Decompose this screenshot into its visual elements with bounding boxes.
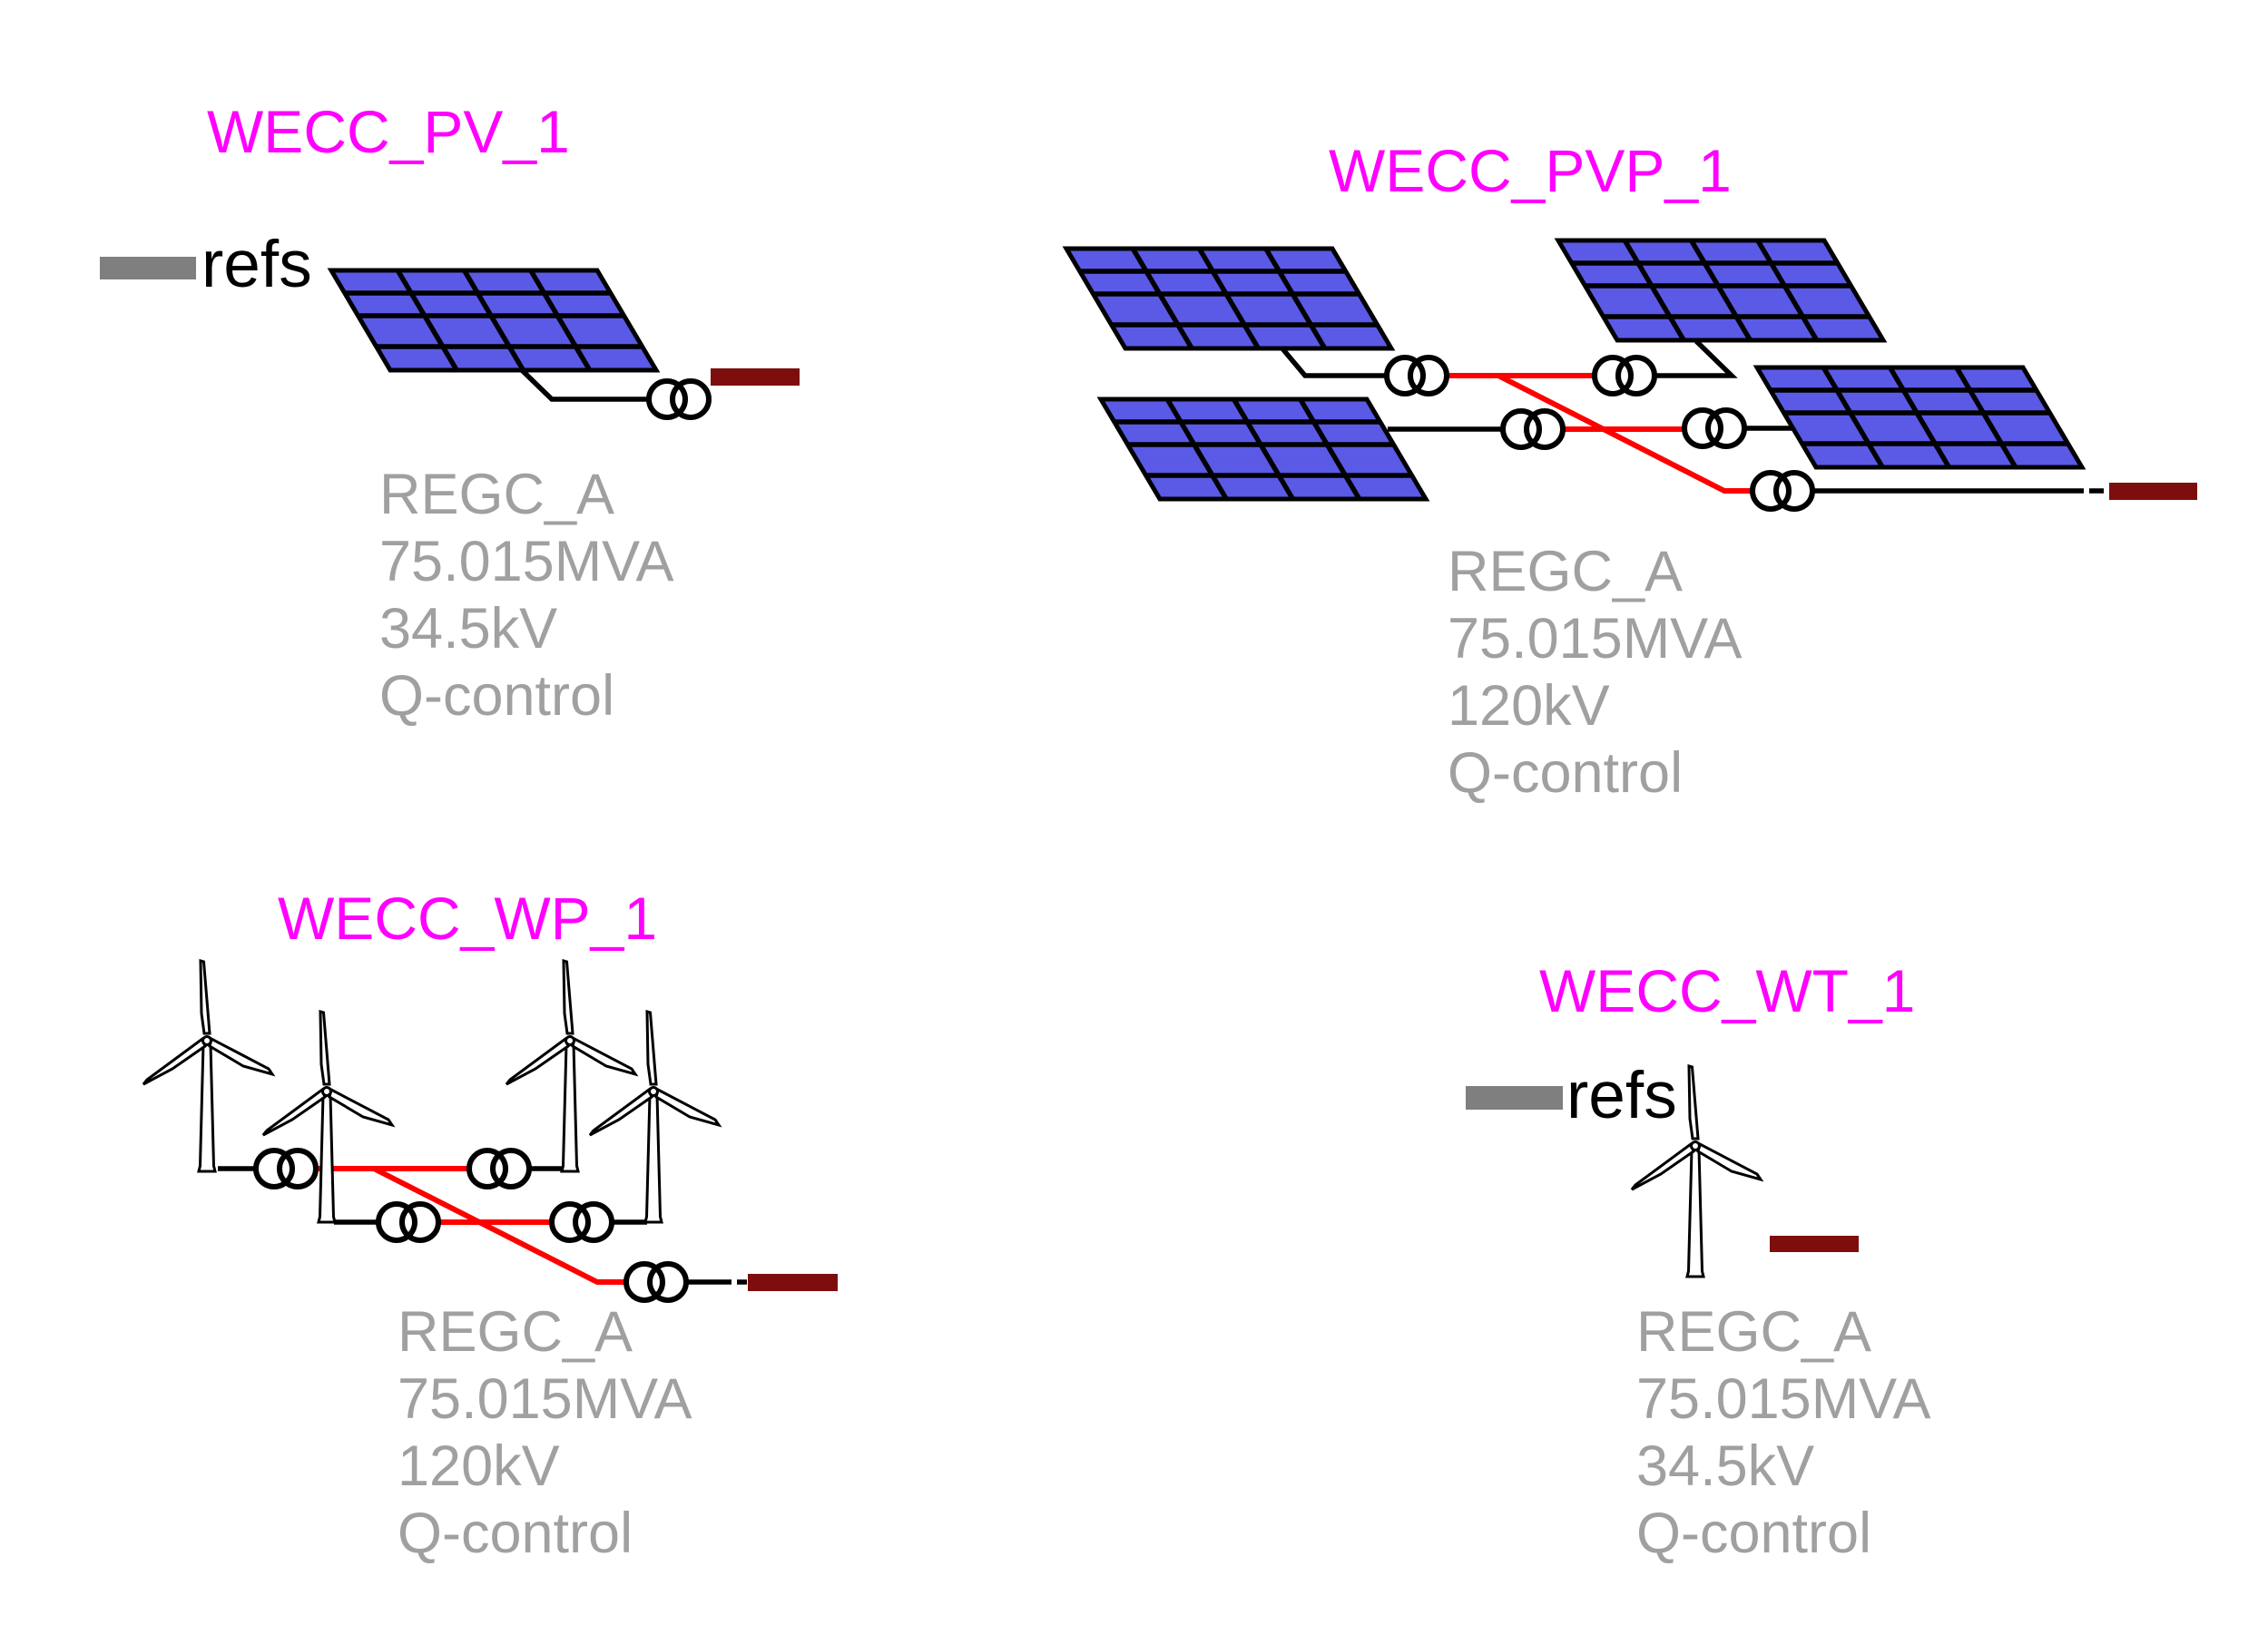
refs-label: refs xyxy=(201,228,312,301)
collector-cable[interactable] xyxy=(1497,373,1753,494)
wind-turbine-icon[interactable] xyxy=(505,959,637,1173)
info-line: 34.5kV xyxy=(379,597,557,661)
transformer-icon[interactable] xyxy=(1595,357,1654,394)
solar-panel-icon[interactable] xyxy=(1066,249,1391,348)
wind-turbine-icon[interactable] xyxy=(588,1010,721,1224)
wecc-pv-1-model: WECC_PV_1 refs REGC_A 75.015MVA 34.5kV Q… xyxy=(100,98,800,728)
output-bus-bar[interactable] xyxy=(1770,1236,1859,1252)
info-line: Q-control xyxy=(1636,1502,1871,1565)
wt-info-label: REGC_A 75.015MVA 34.5kV Q-control xyxy=(1636,1300,1931,1565)
info-line: 75.015MVA xyxy=(379,530,674,593)
wt-model-title: WECC_WT_1 xyxy=(1539,957,1915,1024)
transformer-icon[interactable] xyxy=(626,1264,686,1300)
wp-info-label: REGC_A 75.015MVA 120kV Q-control xyxy=(398,1300,692,1565)
transformer-icon[interactable] xyxy=(552,1204,612,1240)
solar-panel-icon[interactable] xyxy=(1757,367,2082,467)
info-line: Q-control xyxy=(1448,741,1683,805)
pvp-info-label: REGC_A 75.015MVA 120kV Q-control xyxy=(1448,540,1743,805)
info-line: REGC_A xyxy=(398,1300,633,1364)
transformer-icon[interactable] xyxy=(1684,410,1744,446)
wire[interactable] xyxy=(520,368,650,402)
info-line: 75.015MVA xyxy=(1448,607,1743,671)
info-line: REGC_A xyxy=(1448,540,1683,603)
refs-label: refs xyxy=(1566,1059,1677,1132)
transformer-icon[interactable] xyxy=(1503,411,1563,447)
transformer-icon[interactable] xyxy=(256,1150,316,1187)
info-line: 120kV xyxy=(1448,674,1610,738)
info-line: Q-control xyxy=(398,1502,633,1565)
refs-signal-bar[interactable] xyxy=(1466,1086,1563,1110)
pvp-model-title: WECC_PVP_1 xyxy=(1329,137,1732,204)
info-line: 34.5kV xyxy=(1636,1434,1814,1498)
info-line: REGC_A xyxy=(1636,1300,1871,1364)
wecc-wp-1-model: WECC_WP_1 REGC_A 75.015MVA 120kV Q-contr… xyxy=(142,885,838,1565)
info-line: Q-control xyxy=(379,664,614,728)
wire[interactable] xyxy=(1279,346,1387,378)
solar-panel-icon[interactable] xyxy=(331,270,656,370)
info-line: 75.015MVA xyxy=(398,1367,692,1431)
solar-panel-icon[interactable] xyxy=(1101,399,1426,499)
transformer-icon[interactable] xyxy=(1387,357,1447,394)
output-bus-bar[interactable] xyxy=(2109,483,2197,500)
wire[interactable] xyxy=(1655,339,1738,378)
output-bus-bar[interactable] xyxy=(748,1274,838,1291)
info-line: REGC_A xyxy=(379,463,614,526)
output-bus-bar[interactable] xyxy=(711,368,800,386)
wp-model-title: WECC_WP_1 xyxy=(278,885,657,952)
wind-turbine-icon[interactable] xyxy=(261,1010,394,1224)
wecc-pvp-1-model: WECC_PVP_1 REGC_A 75.015MVA 120kV Q-cont… xyxy=(1066,137,2197,805)
wind-turbine-icon[interactable] xyxy=(142,959,274,1173)
collector-cable[interactable] xyxy=(372,1166,626,1285)
solar-panel-icon[interactable] xyxy=(1558,240,1883,340)
transformer-icon[interactable] xyxy=(378,1204,438,1240)
transformer-icon[interactable] xyxy=(1753,473,1812,509)
pv-info-label: REGC_A 75.015MVA 34.5kV Q-control xyxy=(379,463,674,728)
pv-model-title: WECC_PV_1 xyxy=(207,98,570,165)
info-line: 120kV xyxy=(398,1434,560,1498)
wecc-wt-1-model: WECC_WT_1 refs REGC_A 75.015MVA 34.5kV Q… xyxy=(1466,957,1931,1565)
transformer-icon[interactable] xyxy=(469,1150,529,1187)
transformer-icon[interactable] xyxy=(649,381,709,417)
info-line: 75.015MVA xyxy=(1636,1367,1931,1431)
refs-signal-bar[interactable] xyxy=(100,257,196,279)
